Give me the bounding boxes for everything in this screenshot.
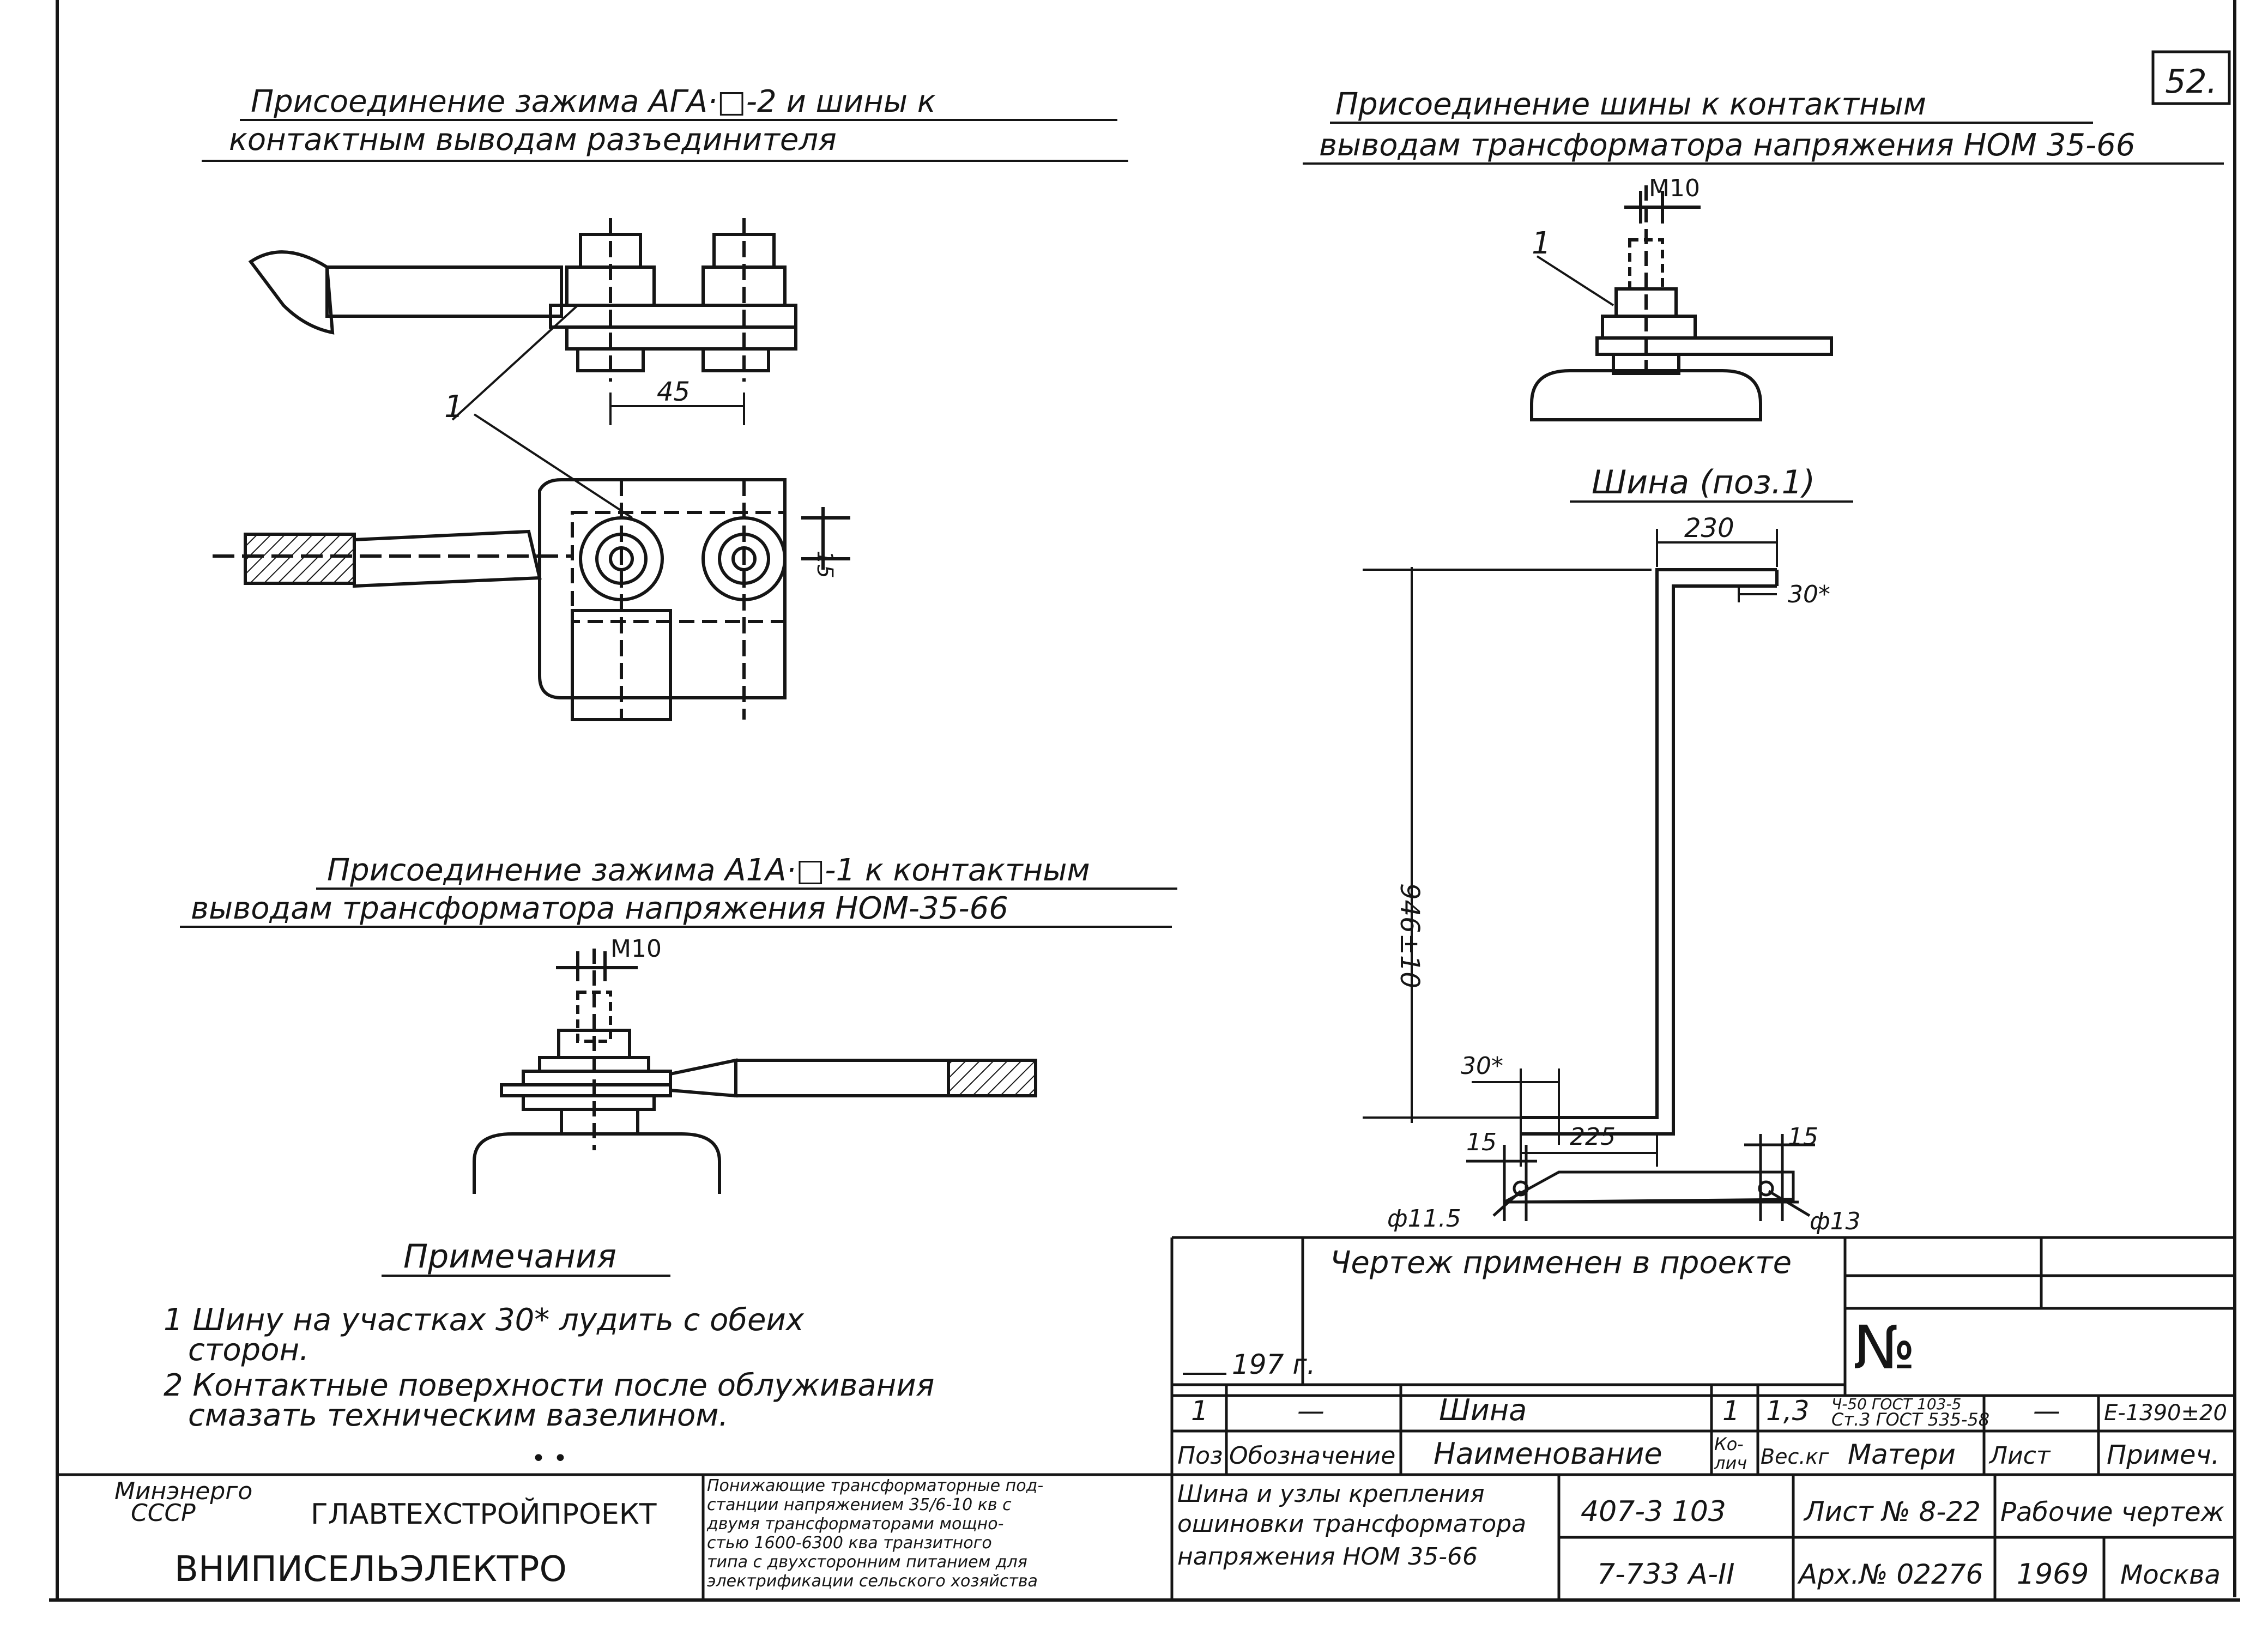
project-desc-line6: электрификации сельского хозяйства [707,1572,1038,1591]
dim-side-15: 15 [812,551,837,578]
thread-m10-mid-left: M10 [610,935,662,963]
view-top-left: Присоединение зажима АГА·□-2 и шины к ко… [202,84,1128,721]
thread-m10-top-right: M10 [1649,174,1700,202]
spec-header-qty-line1: Ко- [1714,1434,1744,1454]
project-desc-line4: стью 1600-6300 ква транзитного [707,1534,992,1553]
view-mid-left: Присоединение зажима А1А·□-1 к контактны… [180,853,1177,1194]
view-mid-left-title-line1: Присоединение зажима А1А·□-1 к контактны… [327,853,1090,888]
sheet-frame [49,0,2240,1602]
callout-leader-top-right [1536,255,1614,306]
title-city: Москва [2120,1560,2221,1590]
dim-225: 225 [1570,1123,1616,1151]
title-block-codes: 407-3 103 7-733 А-II Лист № 8-22 Арх.№ 0… [1581,1495,2224,1591]
project-desc-line5: типа с двухсторонним питанием для [707,1553,1027,1572]
hole-left-11-5: ф11.5 [1387,1205,1461,1233]
drawing-title-line2: ошиновки трансформатора [1177,1510,1526,1538]
archive-no: Арх.№ 02276 [1797,1559,1983,1590]
dim-spacing-45: 45 [657,377,690,407]
spec-row: 1 — Шина 1 1,3 Ч-50 ГОСТ 103-5 Ст.3 ГОСТ… [1191,1393,2227,1430]
project-stamp-text: Чертеж применен в проекте [1330,1245,1792,1281]
view-top-left-title-line2: контактным выводам разъединителя [229,122,837,158]
callout-leaders [451,304,633,519]
sheet-no: Лист № 8-22 [1803,1496,1981,1528]
spec-headers: Поз Обозначение Наименование Ко- лич Вес… [1177,1434,2219,1474]
spec-qty: 1 [1722,1395,1740,1427]
dim-hole-right-15: 15 [1788,1123,1818,1151]
title-year: 1969 [2017,1558,2089,1591]
dim-hole-left-15: 15 [1466,1128,1497,1156]
terminal-top-right [1530,185,1833,421]
busbar-view: Шина (поз.1) 230 30* 946±10 30* 225 [1363,463,1861,1235]
hole-right-13: ф13 [1810,1208,1861,1235]
busbar-title: Шина (поз.1) [1592,463,1815,502]
notes: Примечания 1 Шину на участках 30* лудить… [164,1237,934,1472]
spec-sheet: — [2033,1395,2060,1427]
view-mid-left-title-line2: выводам трансформатора напряжения НОМ-35… [191,891,1008,926]
ministry-line2: СССР [131,1499,196,1527]
spec-header-material: Матери [1848,1439,1956,1470]
drawing-title-line3: напряжения НОМ 35-66 [1177,1543,1478,1571]
project-stamp-year: 197 г. [1232,1349,1316,1380]
spec-header-weight: Вес.кг [1761,1445,1829,1469]
code-7-733: 7-733 А-II [1597,1558,1735,1591]
spec-header-qty-line2: лич [1714,1453,1747,1474]
busbar-plan [1466,1134,1815,1221]
spec-header-name: Наименование [1434,1436,1662,1471]
view-top-left-title-line1: Присоединение зажима АГА·□-2 и шины к [251,84,936,119]
busbar-profile [1521,568,1779,1136]
spec-material-line1: Ч-50 ГОСТ 103-5 [1831,1395,1961,1413]
code-407-3-103: 407-3 103 [1581,1495,1726,1528]
project-desc-line3: двумя трансформаторами мощно- [706,1514,1003,1534]
spec-material-line2: Ст.3 ГОСТ 535-58 [1831,1409,1989,1430]
view-top-right-title-line1: Присоединение шины к контактным [1335,87,1926,122]
note-1-line1: 1 Шину на участках 30* лудить с обеих [164,1302,805,1338]
terminal-mid-left [473,949,1037,1194]
busbar-dimensions [1363,529,1778,1167]
spec-weight: 1,3 [1766,1395,1810,1427]
sheet-number: 52. [2165,63,2217,101]
dimension-45 [609,393,745,425]
notes-marker: • • [531,1445,567,1472]
callout-1-top-right: 1 [1532,226,1551,261]
title-block-left: Минэнерго СССР ГЛАВТЕХСТРОЙПРОЕКТ ВНИПИС… [114,1477,657,1590]
spec-table-grid [1172,1385,2235,1476]
project-description: Понижающие трансформаторные под- станции… [706,1476,1043,1591]
note-2-line2: смазать техническим вазелином. [188,1398,728,1433]
spec-remark: Е-1390±20 [2104,1400,2227,1426]
dim-946: 946±10 [1394,883,1425,988]
dim-230: 230 [1684,513,1734,544]
org-glavtekhstroyproekt: ГЛАВТЕХСТРОЙПРОЕКТ [311,1498,657,1531]
spec-header-pos: Поз [1177,1442,1223,1470]
spec-header-sheet: Лист [1988,1442,2051,1470]
project-stamp-number: № [1853,1313,1915,1383]
spec-name: Шина [1439,1393,1527,1427]
project-stamp [1170,1236,2235,1600]
note-2-line1: 2 Контактные поверхности после облуживан… [164,1368,934,1403]
project-desc-line1: Понижающие трансформаторные под- [707,1476,1043,1495]
clamp-side-view [248,218,797,382]
drawing-title-line1: Шина и узлы крепления [1177,1480,1485,1508]
project-desc-line2: станции напряжением 35/6-10 кв с [707,1495,1012,1514]
spec-designation: — [1297,1395,1324,1427]
view-top-right: Присоединение шины к контактным выводам … [1303,87,2224,421]
drawing-title: Шина и узлы крепления ошиновки трансформ… [1177,1480,1526,1571]
spec-header-remark: Примеч. [2107,1440,2219,1470]
dim-bottom-30: 30* [1461,1052,1503,1080]
spec-header-designation: Обозначение [1229,1442,1395,1470]
sheet-number-box: 52. [2151,50,2231,105]
dim-top-30: 30* [1788,581,1830,608]
org-vnipiselelektro: ВНИПИСЕЛЬЭЛЕКТРО [174,1549,567,1590]
notes-heading: Примечания [403,1237,616,1276]
clamp-plan-view [213,478,850,721]
note-1-line2: сторон. [188,1332,309,1368]
spec-pos: 1 [1191,1395,1208,1427]
doc-type: Рабочие чертеж [2000,1497,2224,1528]
title-block-grid [57,1473,2235,1600]
view-top-right-title-line2: выводам трансформатора напряжения НОМ 35… [1319,128,2135,163]
ministry-line1: Минэнерго [114,1477,252,1505]
